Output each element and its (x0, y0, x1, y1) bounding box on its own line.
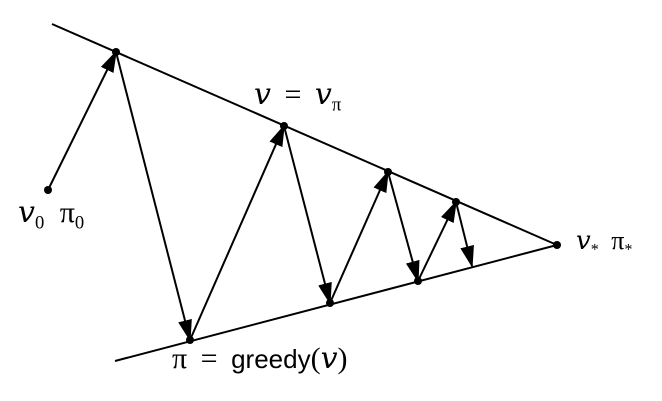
arrow-improvement-1 (115, 51, 192, 342)
arrow-improvement-2 (283, 125, 332, 305)
node (280, 122, 288, 130)
value-line (51, 23, 558, 246)
arrow-evaluation-4 (417, 200, 457, 282)
value-line-label: v = vπ (254, 77, 342, 116)
node (414, 277, 422, 285)
node (384, 168, 392, 176)
arrow-evaluation-3 (329, 170, 389, 304)
arrow-improvement-3 (387, 171, 420, 283)
arrow-improvement-4 (455, 201, 474, 268)
arrow-evaluation-1 (47, 50, 117, 191)
iteration-nodes (44, 48, 561, 344)
v-star-label: v* (576, 226, 599, 259)
policy-line-label: π = greedy(v) (172, 341, 348, 376)
pi-star-label: π* (611, 226, 633, 259)
node (326, 299, 334, 307)
v0-label: v0 (18, 195, 45, 234)
node (452, 198, 460, 206)
optimal-label: v* π* (576, 228, 632, 259)
convergence-node (553, 241, 561, 249)
iteration-arrows (47, 50, 474, 342)
arrow-evaluation-2 (189, 124, 285, 341)
start-label: v0 π0 (18, 198, 84, 233)
start-node (44, 186, 52, 194)
pi0-label: π0 (59, 196, 85, 234)
node (186, 336, 194, 344)
node (112, 48, 120, 56)
